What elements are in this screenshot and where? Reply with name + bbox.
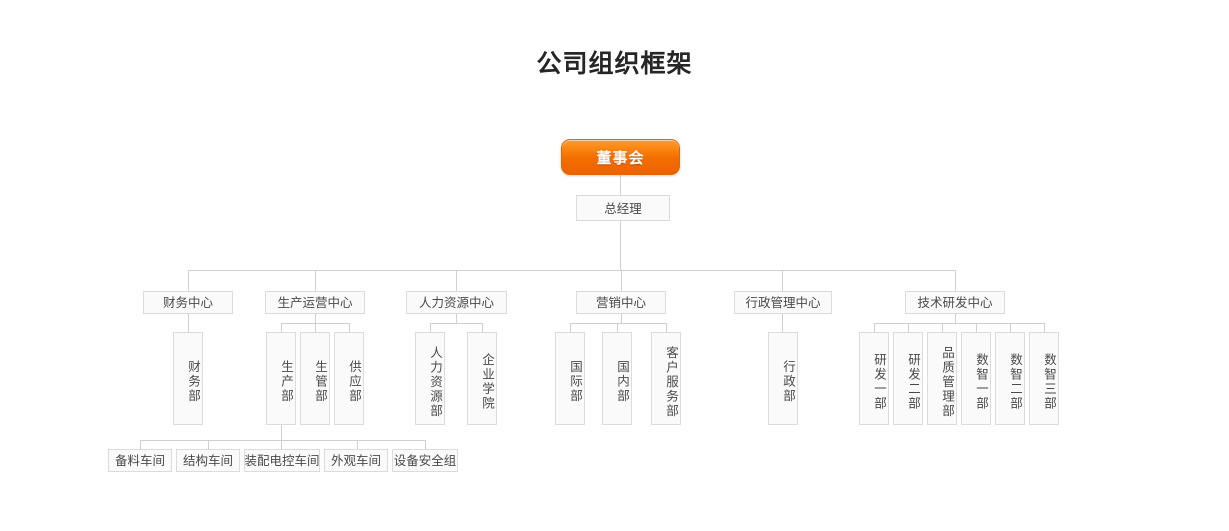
page-title: 公司组织框架 [536,49,693,78]
connector-production-to-supply-dept [349,323,350,332]
connector-rnd-to-digital1 [976,323,977,332]
node-dept-production-management[interactable]: 生管部 [300,332,330,425]
connector-centers-bus [188,270,956,271]
connector-hr-to-academy [482,323,483,332]
node-dept-supply[interactable]: 供应部 [334,332,364,425]
connector-bus-to-finance [188,270,189,291]
connector-bus-to-production [315,270,316,291]
node-dept-rnd-2[interactable]: 研发二部 [893,332,923,425]
connector-bus-to-material [140,440,141,449]
connector-production-to-mgmt-dept [315,323,316,332]
node-dept-production[interactable]: 生产部 [266,332,296,425]
connector-bus-to-structure [208,440,209,449]
connector-marketing-to-service [666,323,667,332]
connector-bus-to-rnd [955,270,956,291]
node-dept-corporate-academy[interactable]: 企业学院 [467,332,497,425]
connector-production-to-prod-dept [281,323,282,332]
node-board-of-directors[interactable]: 董事会 [561,139,680,175]
node-center-admin[interactable]: 行政管理中心 [734,291,832,314]
connector-bus-to-marketing [621,270,622,291]
node-center-production[interactable]: 生产运营中心 [265,291,365,314]
node-workshop-equipment-safety[interactable]: 设备安全组 [392,449,458,472]
node-workshop-structure[interactable]: 结构车间 [176,449,240,472]
connector-marketing-bus [570,323,666,324]
node-dept-international[interactable]: 国际部 [555,332,585,425]
node-center-marketing[interactable]: 营销中心 [576,291,666,314]
node-dept-human-resources[interactable]: 人力资源部 [415,332,445,425]
node-dept-digital-1[interactable]: 数智一部 [961,332,991,425]
node-dept-quality-management[interactable]: 品质管理部 [927,332,957,425]
connector-rnd-bus [874,323,1044,324]
connector-rnd-stem [955,314,956,323]
node-general-manager[interactable]: 总经理 [576,195,670,221]
node-dept-finance[interactable]: 财务部 [173,332,203,425]
connector-finance-to-dept [188,314,189,332]
connector-marketing-to-intl [570,323,571,332]
connector-prod-dept-stem [281,425,282,440]
connector-bus-to-appearance [357,440,358,449]
connector-marketing-stem [621,314,622,323]
connector-workshops-bus [140,440,425,441]
connector-root-to-gm [620,175,621,195]
node-workshop-material[interactable]: 备料车间 [108,449,172,472]
connector-bus-to-equipment [425,440,426,449]
node-workshop-appearance[interactable]: 外观车间 [324,449,388,472]
node-dept-administration[interactable]: 行政部 [768,332,798,425]
node-dept-rnd-1[interactable]: 研发一部 [859,332,889,425]
connector-gm-to-bus [620,221,621,270]
connector-rnd-to-quality [942,323,943,332]
connector-marketing-to-domestic [617,323,618,332]
node-dept-domestic[interactable]: 国内部 [602,332,632,425]
connector-rnd-to-dept2 [908,323,909,332]
connector-production-stem [315,314,316,323]
connector-admin-to-dept [782,314,783,332]
node-center-finance[interactable]: 财务中心 [143,291,233,314]
connector-bus-to-admin [782,270,783,291]
connector-bus-to-assembly [281,440,282,449]
node-center-rnd[interactable]: 技术研发中心 [905,291,1005,314]
node-center-hr[interactable]: 人力资源中心 [406,291,507,314]
connector-bus-to-hr [456,270,457,291]
node-dept-customer-service[interactable]: 客户服务部 [651,332,681,425]
connector-rnd-to-digital3 [1044,323,1045,332]
connector-hr-to-hr-dept [430,323,431,332]
node-dept-digital-2[interactable]: 数智二部 [995,332,1025,425]
node-dept-digital-3[interactable]: 数智三部 [1029,332,1059,425]
node-workshop-assembly-electrical[interactable]: 装配电控车间 [244,449,320,472]
connector-rnd-to-dept1 [874,323,875,332]
connector-hr-bus [430,323,482,324]
connector-rnd-to-digital2 [1010,323,1011,332]
connector-hr-stem [456,314,457,323]
